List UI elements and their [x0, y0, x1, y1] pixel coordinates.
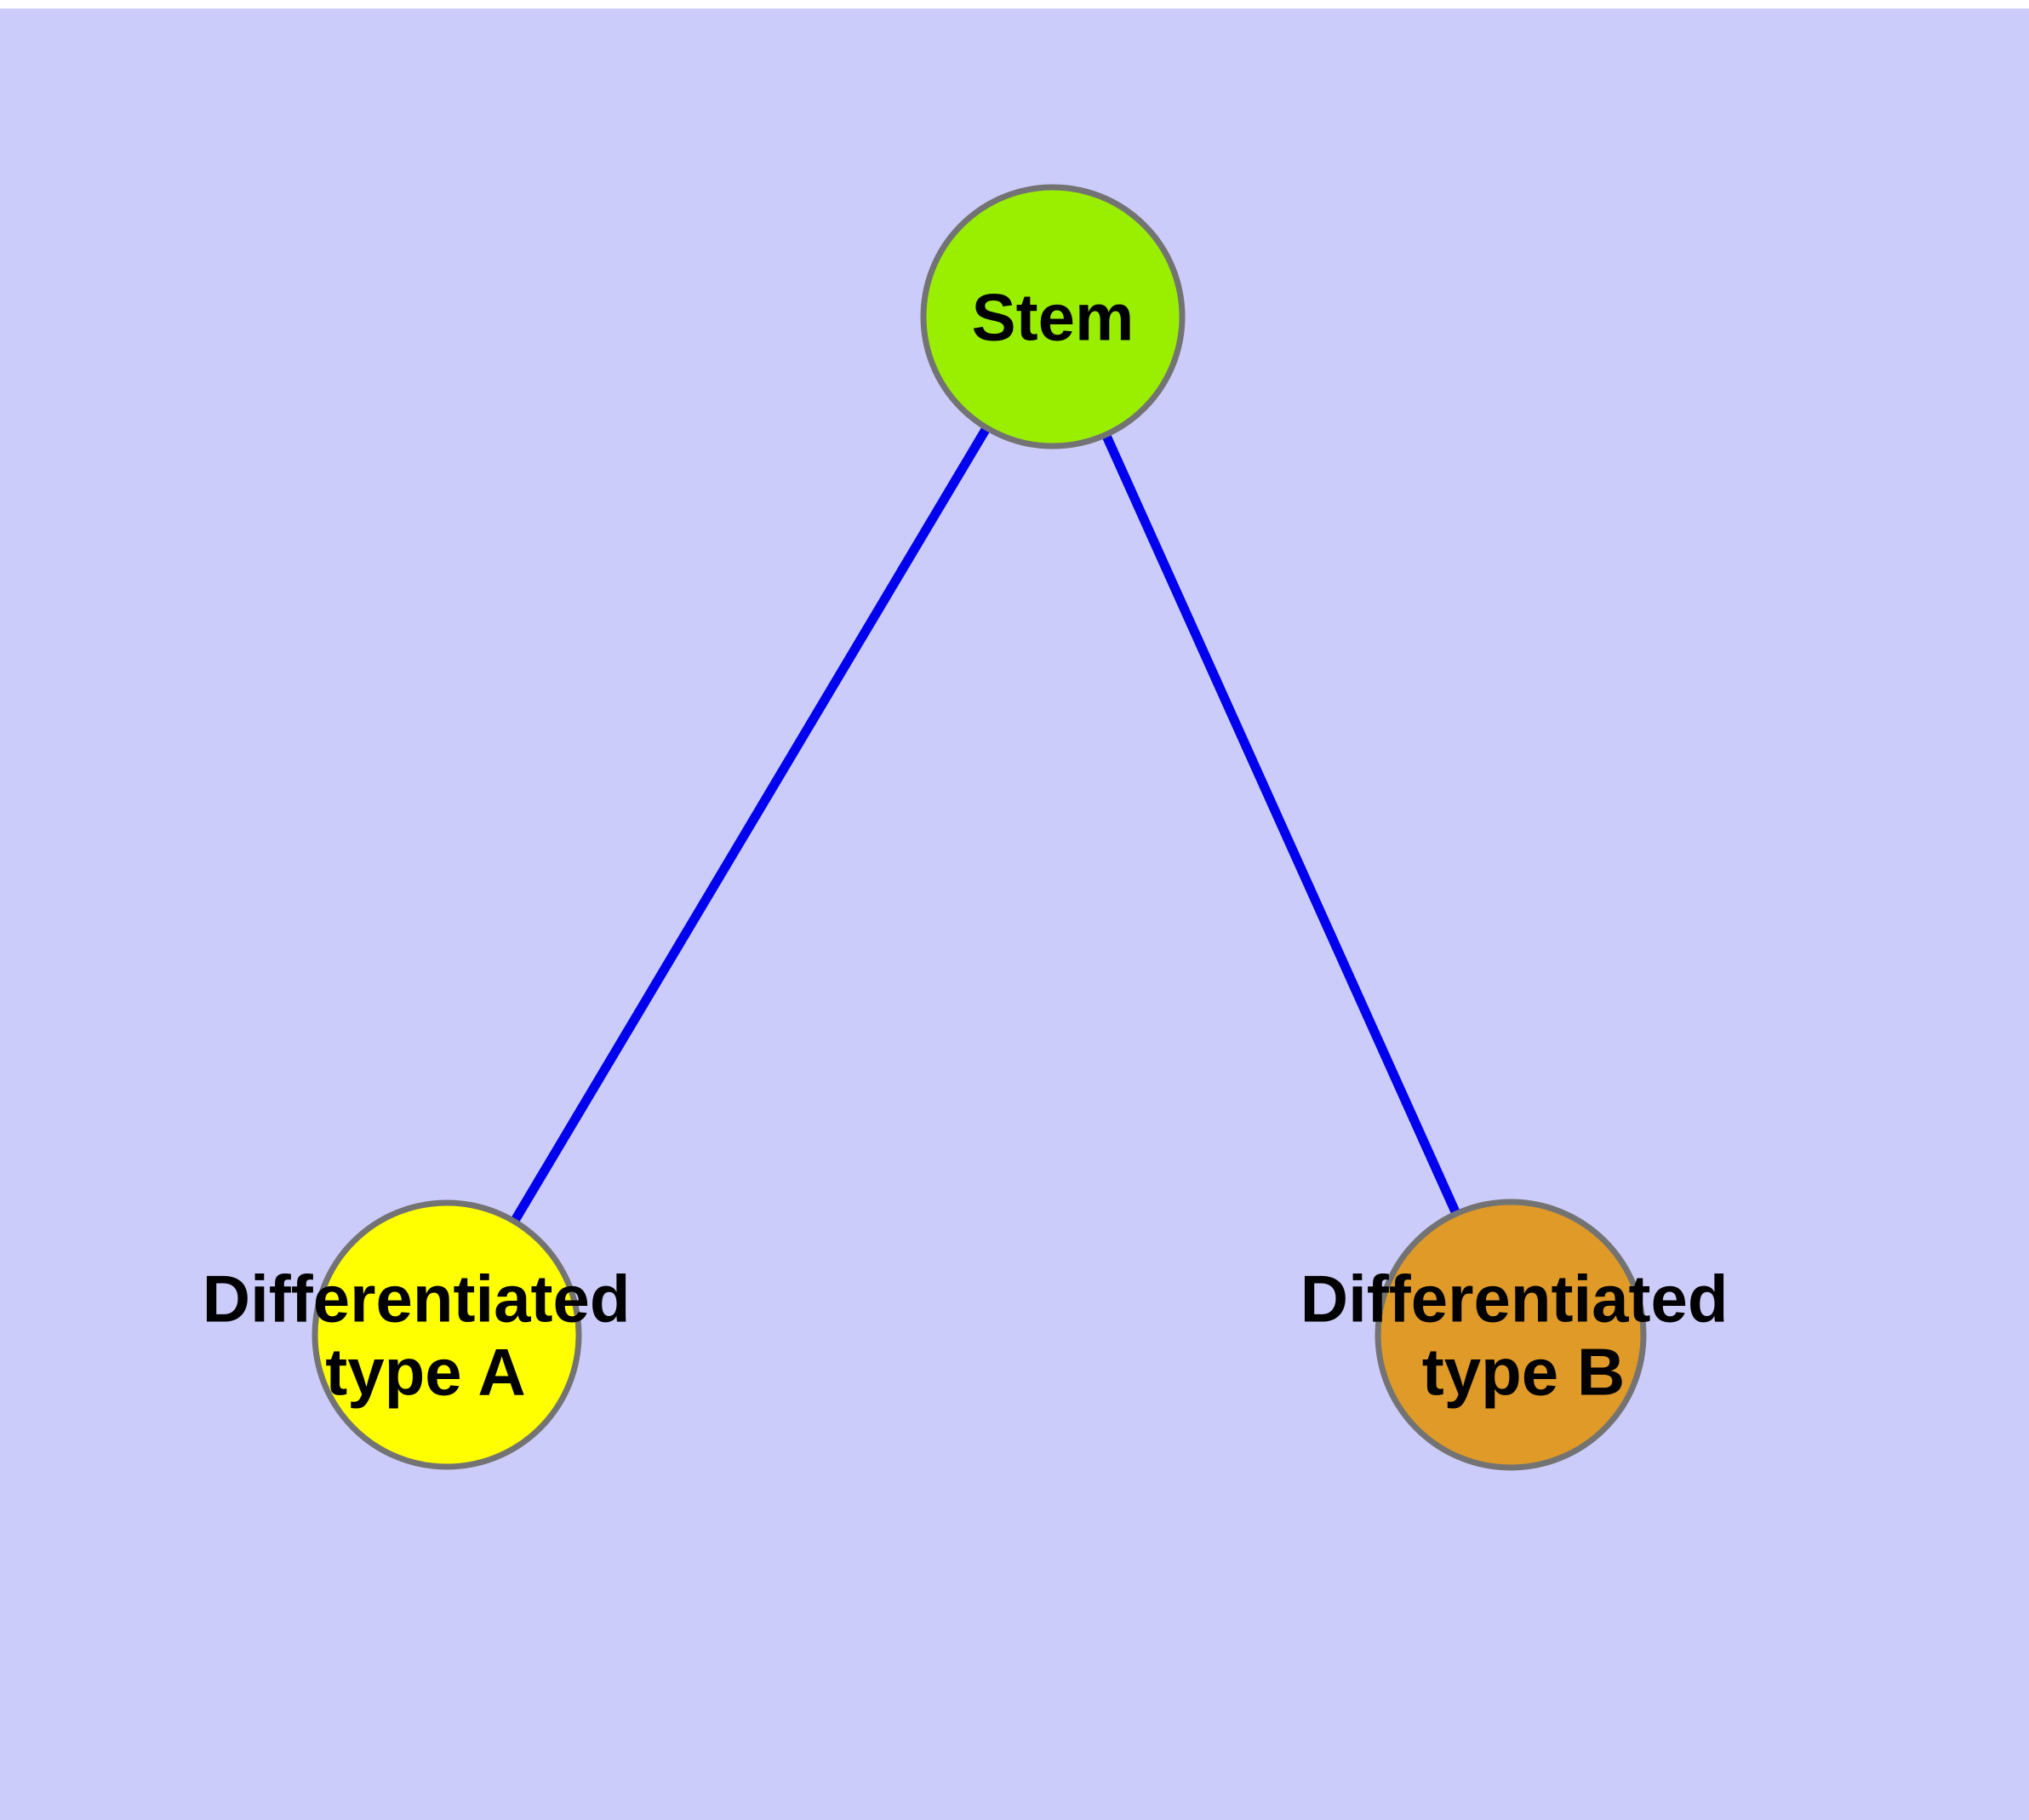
node-differentiated-type-b-label-line-1: Differentiated: [1300, 1261, 1729, 1336]
node-differentiated-type-a[interactable]: Differentiated type A: [203, 1199, 649, 1470]
node-stem-circle[interactable]: [920, 184, 1186, 449]
node-differentiated-type-b[interactable]: Differentiated type B: [1300, 1199, 1746, 1471]
top-margin-strip: [0, 0, 2029, 9]
node-differentiated-type-a-circle[interactable]: [311, 1199, 582, 1470]
node-stem-label-line-1: Stem: [972, 279, 1135, 354]
node-differentiated-type-a-label-line-1: Differentiated: [203, 1261, 631, 1336]
node-differentiated-type-a-label-line-2: type A: [325, 1334, 526, 1409]
node-differentiated-type-b-circle[interactable]: [1375, 1199, 1647, 1471]
edge-stem-to-differentiated-type-a[interactable]: [443, 314, 1057, 1337]
nodes-layer: Stem Differentiated type A Differentiate…: [203, 184, 1746, 1471]
node-differentiated-type-a-label: Differentiated type A: [203, 1256, 649, 1409]
node-differentiated-type-b-label-line-2: type B: [1422, 1334, 1625, 1409]
node-stem[interactable]: Stem: [920, 184, 1186, 449]
edges-layer: [443, 314, 1516, 1337]
node-stem-label: Stem: [972, 279, 1135, 354]
edge-stem-to-differentiated-type-b[interactable]: [1048, 314, 1516, 1337]
node-differentiated-type-b-label: Differentiated type B: [1300, 1256, 1746, 1409]
